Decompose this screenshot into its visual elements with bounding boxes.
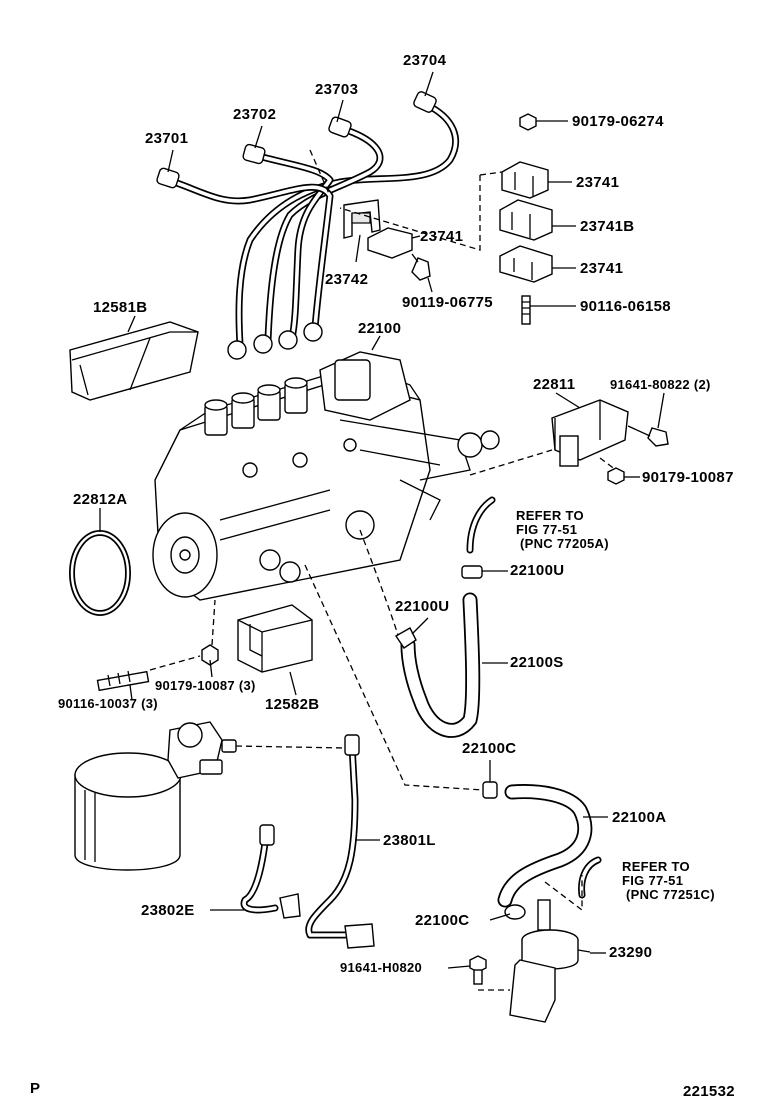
refer-to-note-2-line3: (PNC 77251C) [626,887,715,902]
stud-and-nut [96,644,219,692]
hose-22100S [395,565,483,738]
refer-to-note-1-line3: (PNC 77205A) [520,536,609,551]
label-23742: 23742 [325,271,369,288]
leader-lines [99,71,665,969]
fuel-pipes [240,734,375,949]
refer-to-note-1-line2: FIG 77-51 [516,522,578,537]
label-12581B: 12581B [93,299,148,316]
label-12582B: 12582B [265,696,320,713]
refer-to-note-1-line1: REFER TO [516,508,584,523]
cover-12582B [237,604,313,673]
label-23801L: 23801L [383,832,436,849]
label-22100U-lower: 22100U [395,598,450,615]
label-90119-06775: 90119-06775 [402,294,493,311]
label-23701: 23701 [145,130,189,147]
label-23702: 23702 [233,106,277,123]
clamp-parts-right [367,113,553,325]
label-22100: 22100 [358,320,402,337]
hose-22100A [482,781,593,920]
clamp-23742 [343,199,381,239]
label-23741-top: 23741 [576,174,620,191]
refer-to-note-2-line2: FIG 77-51 [622,873,684,888]
label-23741-bottom: 23741 [580,260,624,277]
label-90179-10087: 90179-10087 [642,469,734,486]
fuel-filter [74,721,237,871]
injection-pipes [156,91,460,360]
corner-mark: P [30,1080,41,1097]
label-23290: 23290 [609,944,653,961]
bracket-22811 [551,399,669,485]
label-23704: 23704 [403,52,447,69]
label-90116-10037-3: 90116-10037 (3) [58,696,158,711]
label-90179-10087-3: 90179-10087 (3) [155,678,256,693]
label-22812A: 22812A [73,491,128,508]
refer-to-note-2-line1: REFER TO [622,859,690,874]
label-23741B: 23741B [580,218,635,235]
label-22100C-upper: 22100C [462,740,517,757]
label-23802E: 23802E [141,902,195,919]
label-22100C-lower: 22100C [415,912,470,929]
label-22100S: 22100S [510,654,564,671]
injection-pump-body [152,351,500,601]
label-22100U-upper: 22100U [510,562,565,579]
priming-pump-23290 [509,899,591,1023]
label-23703: 23703 [315,81,359,98]
label-22100A: 22100A [612,809,667,826]
cover-12581B [69,321,199,401]
figure-number: 221532 [683,1083,735,1100]
label-22811: 22811 [533,376,576,393]
label-91641-80822: 91641-80822 (2) [610,377,711,392]
label-91641-H0820: 91641-H0820 [340,960,423,975]
bolt-91641-H0820 [469,955,487,985]
label-90179-06274: 90179-06274 [572,113,664,130]
label-23741-middle: 23741 [420,228,464,245]
label-90116-06158: 90116-06158 [580,298,671,315]
